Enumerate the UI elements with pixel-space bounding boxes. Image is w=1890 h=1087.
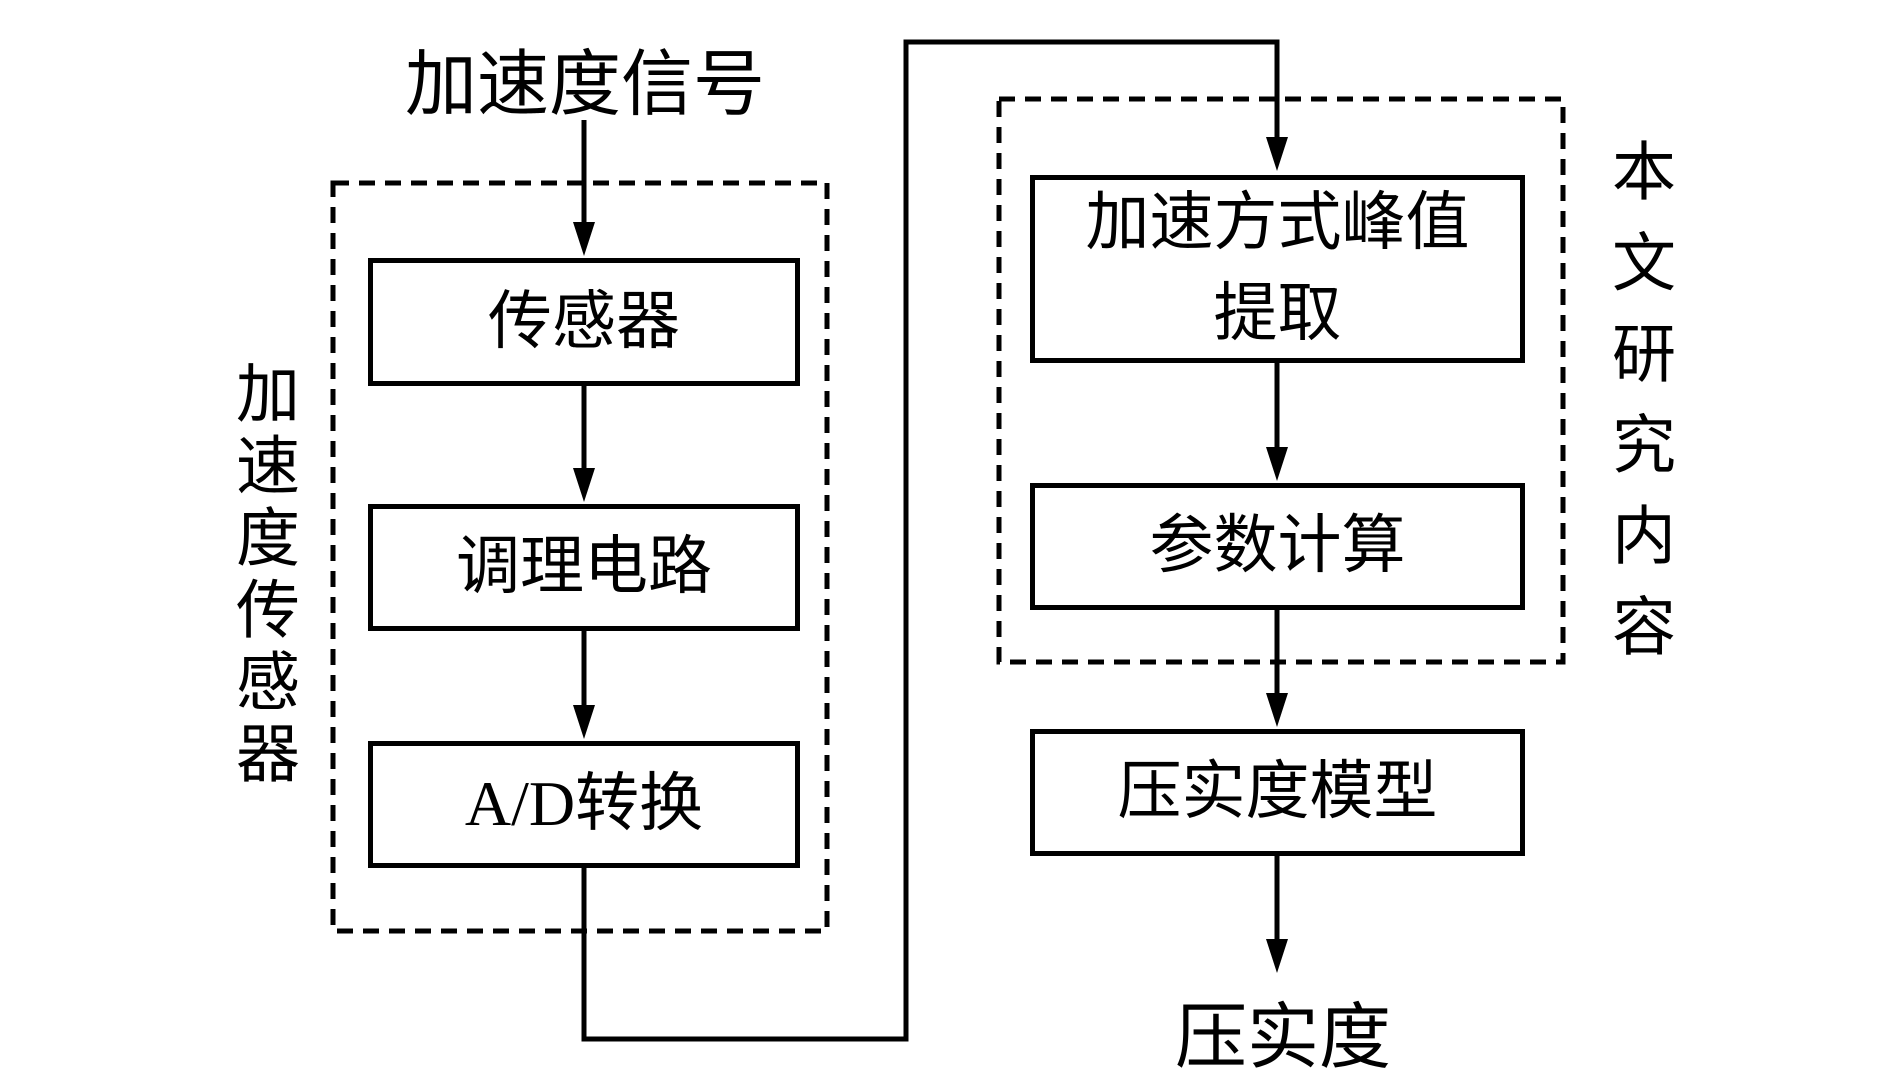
box-conditioning-circuit: 调理电路 (368, 504, 800, 631)
label-acceleration-sensor-group: 加速度传感器 (227, 360, 298, 792)
label-acceleration-signal: 加速度信号 (404, 45, 765, 125)
box-peak-extraction: 加速方式峰值 提取 (1030, 175, 1525, 363)
label-research-content-group: 本文研究内容 (1603, 138, 1674, 684)
box-parameter-calculation: 参数计算 (1030, 483, 1525, 610)
box-ad-conversion-label: A/D转换 (464, 768, 704, 840)
arrow-parameter-to-model (1266, 610, 1288, 727)
accel-sensor-dashed-frame (330, 180, 830, 934)
arrow-conditioning-to-ad (573, 631, 595, 739)
box-ad-conversion: A/D转换 (368, 741, 800, 868)
box-peak-extraction-line2: 提取 (1213, 278, 1342, 349)
box-sensor-label: 传感器 (488, 285, 680, 357)
label-compaction-degree: 压实度 (1174, 998, 1391, 1078)
box-compaction-model-label: 压实度模型 (1117, 756, 1438, 828)
arrow-signal-to-sensor (573, 120, 595, 256)
arrow-ad-to-peak-extraction (581, 39, 1288, 1042)
arrow-peak-to-parameter (1266, 363, 1288, 481)
box-peak-extraction-line1: 加速方式峰值 (1085, 187, 1470, 259)
box-peak-extraction-label: 加速方式峰值 提取 (1086, 178, 1470, 360)
box-conditioning-circuit-label: 调理电路 (456, 531, 712, 603)
box-compaction-model: 压实度模型 (1030, 729, 1525, 856)
arrow-model-to-output (1266, 856, 1288, 973)
arrow-sensor-to-conditioning (573, 386, 595, 502)
research-content-dashed-frame (996, 96, 1566, 665)
box-parameter-calculation-label: 参数计算 (1149, 510, 1406, 582)
box-sensor: 传感器 (368, 258, 800, 386)
